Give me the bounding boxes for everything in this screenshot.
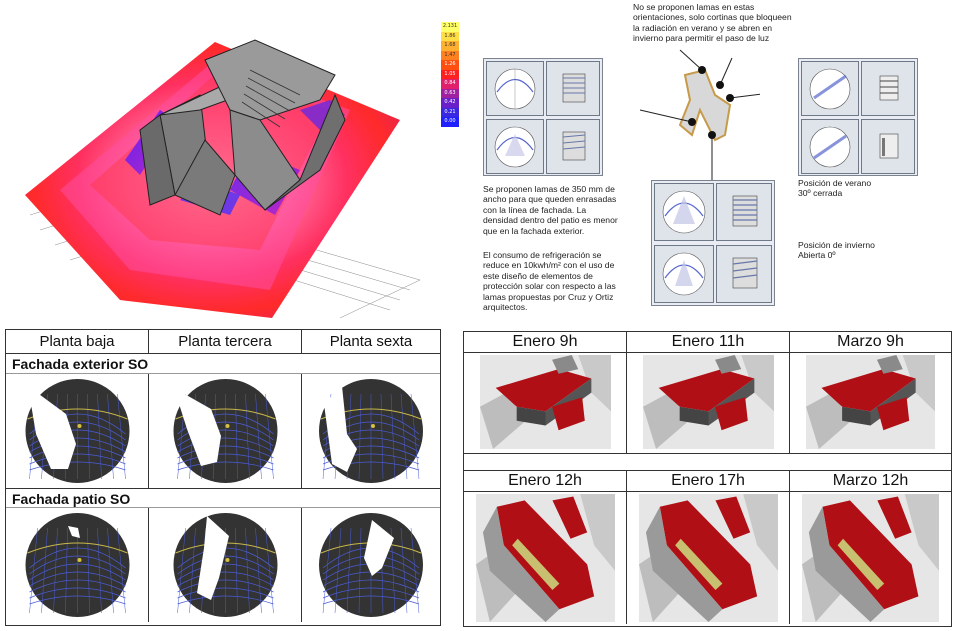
column-header: Enero 11h [627,332,790,352]
screenshot-group-left [483,58,603,176]
sun-path-diagram [25,513,130,617]
shadow-cell [627,492,790,624]
column-header: Planta sexta [329,333,413,350]
sun-path-diagram [25,379,130,483]
sun-path-diagram [173,513,278,617]
shadow-cell [627,353,790,453]
section-title: Fachada exterior SO [6,354,440,374]
lama-preview-window [546,61,600,116]
shadow-cell [464,353,627,453]
stereo-row-patio [6,508,440,622]
radiation-heatmap [0,0,480,320]
lamas-diagram: No se proponen lamas en estas orientacio… [465,0,957,320]
column-header: Planta baja [6,330,149,354]
stereo-cell [149,508,302,622]
stereo-cell [302,374,440,488]
shadow-render [476,494,615,622]
lama-preview-window [861,119,915,174]
shadow-cell [464,492,627,624]
legend-swatch: 1.86 [441,31,459,41]
column-header: Enero 9h [464,332,627,352]
legend-swatch: 1.47 [441,50,459,60]
legend-swatch: 1.68 [441,41,459,51]
shadow-row-1 [464,353,951,453]
column-header: Enero 17h [627,471,790,491]
table-header-row: Enero 12h Enero 17h Marzo 12h [464,471,951,492]
shadow-row-2 [464,492,951,624]
table-header-row: Enero 9h Enero 11h Marzo 9h [464,332,951,353]
legend-swatch: 2.131 [441,22,459,32]
screenshot-group-right [798,58,918,176]
stereo-cell [6,508,149,622]
legend-swatch: 0.42 [441,98,459,108]
lama-preview-window [861,61,915,116]
heatmap-render [25,39,421,319]
stereo-cell [6,374,149,488]
note-left: Se proponen lamas de 350 mm de ancho par… [483,184,618,236]
building-plan [639,49,760,185]
solar-chart-window [654,183,714,241]
stereo-row-exterior [6,374,440,488]
stereographic-table: Planta baja Planta tercera Planta sexta … [5,329,441,626]
building-massing [139,39,346,216]
shadow-study-table: Enero 9h Enero 11h Marzo 9h Enero 12h En… [463,331,952,627]
table-header-row: Planta baja Planta tercera Planta sexta [6,330,440,354]
sun-path-diagram [173,379,278,483]
section-title: Fachada patio SO [6,488,440,508]
legend-swatch: 1.05 [441,69,459,79]
legend-swatch: 1.26 [441,60,459,70]
spacer-row [464,453,951,471]
note-consumo: El consumo de refrigeración se reduce en… [483,250,616,313]
lama-preview-window [716,245,772,303]
solar-chart-window [801,61,859,116]
shadow-cell [790,492,951,624]
note-invierno: Posición de invierno Abierta 0º [798,240,875,261]
column-header: Marzo 9h [837,333,904,350]
plan-markers [688,66,734,139]
shadow-render [480,355,611,449]
shadow-render [643,355,774,449]
solar-chart-window [801,119,859,174]
shadow-render [639,494,778,622]
sun-path-diagram [319,513,423,617]
note-verano: Posición de verano 30º cerrada [798,178,872,199]
solar-chart-window [654,245,714,303]
legend-swatch: 0.84 [441,79,459,89]
stereo-cell [302,508,440,622]
stereo-cell [149,374,302,488]
screenshot-group-bottom [651,180,775,306]
legend-swatch: 0.21 [441,107,459,117]
solar-chart-window [486,61,544,116]
shadow-cell [790,353,951,453]
column-header: Marzo 12h [832,472,909,489]
lama-preview-window [716,183,772,241]
legend-swatch: 0.00 [441,117,459,127]
column-header: Planta tercera [149,330,302,354]
column-header: Enero 12h [464,471,627,491]
legend-swatch: 0.63 [441,88,459,98]
solar-chart-window [486,119,544,174]
shadow-render [806,355,935,449]
sun-path-diagram [319,379,423,483]
lama-preview-window [546,119,600,174]
shadow-render [802,494,939,622]
note-top: No se proponen lamas en estas orientacio… [633,2,792,44]
